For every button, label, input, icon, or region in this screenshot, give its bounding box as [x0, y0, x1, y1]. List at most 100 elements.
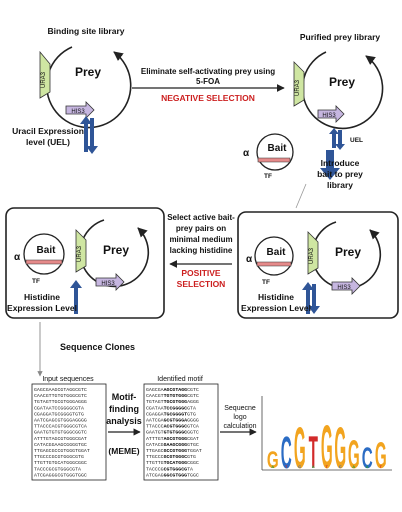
negative-selection-label: NEGATIVE SELECTION	[161, 93, 255, 103]
logo-minor-letter: C	[339, 464, 342, 469]
logo-minor-letter: A	[352, 464, 355, 469]
his3-gene	[317, 105, 345, 123]
sequence-row: CGAGGATGCGGGGTGTG	[34, 411, 84, 417]
bottom-left-box	[5, 207, 165, 319]
bait-label: Bait	[267, 247, 287, 258]
input-sequences-title: Input sequences	[42, 376, 94, 383]
sequence-row: TTGCCCGCGTGGGCGTG	[34, 454, 84, 460]
alpha-label: α	[243, 148, 250, 159]
logo-minor-letter: A	[271, 464, 274, 469]
logo-letter: G	[267, 448, 279, 474]
tf-label: TF	[32, 278, 40, 285]
ura3-label: URA3	[77, 245, 83, 262]
bottom-right-box	[237, 211, 399, 319]
his3-gene	[95, 273, 125, 291]
histidine-line1: Histidine	[24, 292, 60, 302]
logo-step-line1: Sequecne	[224, 405, 256, 412]
motif-line2: finding	[109, 404, 139, 414]
binding-site-library-title: Binding site library	[48, 26, 125, 36]
bait-label: Bait	[268, 143, 288, 154]
bottom-right-prey: Prey URA3 HIS3	[307, 221, 382, 295]
bait-label: Bait	[37, 245, 57, 256]
purified-prey-library-title: Purified prey library	[300, 32, 381, 42]
sequence-row: CAACGTTGTGTGGGCGTC	[146, 393, 199, 399]
logo-minor-letter: A	[366, 464, 369, 469]
positive-step-line4: lacking histidine	[170, 246, 233, 255]
histidine-up-arrow	[70, 280, 82, 314]
bait-plasmid-small: α Bait TF	[243, 133, 294, 180]
sequence-row: GAGCGAAGCGTAGGCGTC	[146, 387, 199, 393]
his3-gene	[331, 277, 361, 295]
prey-label: Prey	[75, 65, 101, 79]
introduce-line3: library	[327, 180, 353, 190]
ura3-gene	[39, 50, 51, 99]
prey-label: Prey	[335, 245, 361, 259]
his3-gene	[65, 101, 95, 119]
sequence-row: GAGCGAAGCGTAGGCGTC	[34, 387, 87, 393]
motif-line1: Motif-	[112, 392, 137, 402]
negative-step-line1: Eliminate self-activating prey using	[141, 67, 275, 76]
logo-letter: C	[281, 428, 292, 479]
negative-step-line2: 5-FOA	[196, 77, 220, 86]
sequence-row: TTGTTGTGCATGGGCGGC	[34, 460, 87, 466]
prey-label: Prey	[103, 243, 129, 257]
logo-letter: G	[375, 435, 387, 477]
identified-motif-rows: GAGCGAAGCGTAGGCGTCCAACGTTGTGTGGGCGTCTGTA…	[146, 387, 202, 478]
sequence-row: TTACCCACGTGGGCGTCA	[146, 424, 199, 430]
sequence-row: TTGAGCGCCGTGGGTGGAT	[34, 448, 90, 454]
positive-step-line2: prey pairs on	[176, 224, 226, 233]
sequence-row: AATCGAGCGTGGGAGGGG	[146, 418, 199, 424]
ura3-gene	[307, 231, 319, 275]
purified-prey-library-plasmid: Purified prey library Prey URA3 HIS3	[293, 32, 384, 130]
tf-label: TF	[264, 173, 272, 180]
bait-plasmid-circle	[23, 233, 65, 275]
introduce-line1: Introduce	[321, 158, 360, 168]
sequence-row: ATCGAGGGCGTGGGTGGC	[34, 472, 87, 478]
ura3-label: URA3	[309, 247, 315, 264]
binding-site-library-plasmid: Binding site library Prey URA3 HIS3	[39, 26, 132, 129]
ura3-gene	[75, 229, 87, 273]
bait-plasmid-circle	[254, 236, 294, 276]
sequence-row: AATCGAGCGTGGGAGGGG	[34, 418, 87, 424]
sequence-row: TACCCGCGTGGGCGTA	[146, 466, 193, 472]
logo-letter: C	[362, 442, 373, 475]
logo-letter: G	[294, 416, 306, 482]
ura3-label: URA3	[41, 71, 47, 88]
logo-letter: T	[309, 428, 318, 479]
sequence-row: TGTAGTTGCGTGGGAGGG	[146, 399, 199, 405]
sequence-row: CGAGGATGCGGGGTGTG	[146, 411, 196, 417]
alpha-label: α	[14, 252, 21, 263]
logo-minor-letter: T	[380, 464, 383, 469]
sequence-row: ATTTGTAGCGTGGGCGAT	[146, 436, 199, 442]
uel-double-arrow	[80, 116, 98, 154]
ura3-label: URA3	[295, 79, 301, 96]
identified-motif-title: Identified motif	[157, 376, 203, 383]
logo-letter: G	[321, 414, 333, 481]
logo-step-line3: calculation	[223, 423, 256, 430]
sequence-row: CGATAATCCGGGGCGTA	[146, 405, 196, 411]
introduce-line2: bait to prey	[317, 169, 363, 179]
sequence-row: TTACCCACGTGGGCGTCA	[34, 424, 87, 430]
sequence-row: TTGAGCGCCGTGGGTGGAT	[146, 448, 202, 454]
histidine-double-arrow	[302, 282, 320, 314]
his3-label: HIS3	[337, 285, 351, 291]
motif-line3: analysis	[106, 416, 142, 426]
tf-label: TF	[262, 279, 270, 286]
logo-minor-letter: T	[285, 464, 288, 469]
histidine-line2: Expression Level	[7, 303, 77, 313]
histidine-line1: Histidine	[258, 292, 294, 302]
motif-line4: (MEME)	[108, 446, 139, 456]
bottom-right-bait: α Bait TF	[246, 236, 294, 286]
input-sequences-rows: GAGCGAAGCGTAGGCGTCCAACGTTGTGTGGGCGTCTGTA…	[34, 387, 90, 478]
his3-label: HIS3	[322, 113, 336, 119]
logo-minor-letter: A	[312, 464, 315, 469]
sequence-row: CATACGGAAGCGGGGTGC	[34, 442, 87, 448]
sequence-row: TACCCGCGTGGGCGTA	[34, 466, 81, 472]
bait-gene-bar	[256, 261, 292, 267]
sequence-row: ATCGAGGGCGTGGGTGGC	[146, 472, 199, 478]
positive-step-line1: Select active bait-	[167, 213, 235, 222]
uel-small-label: UEL	[350, 137, 363, 144]
